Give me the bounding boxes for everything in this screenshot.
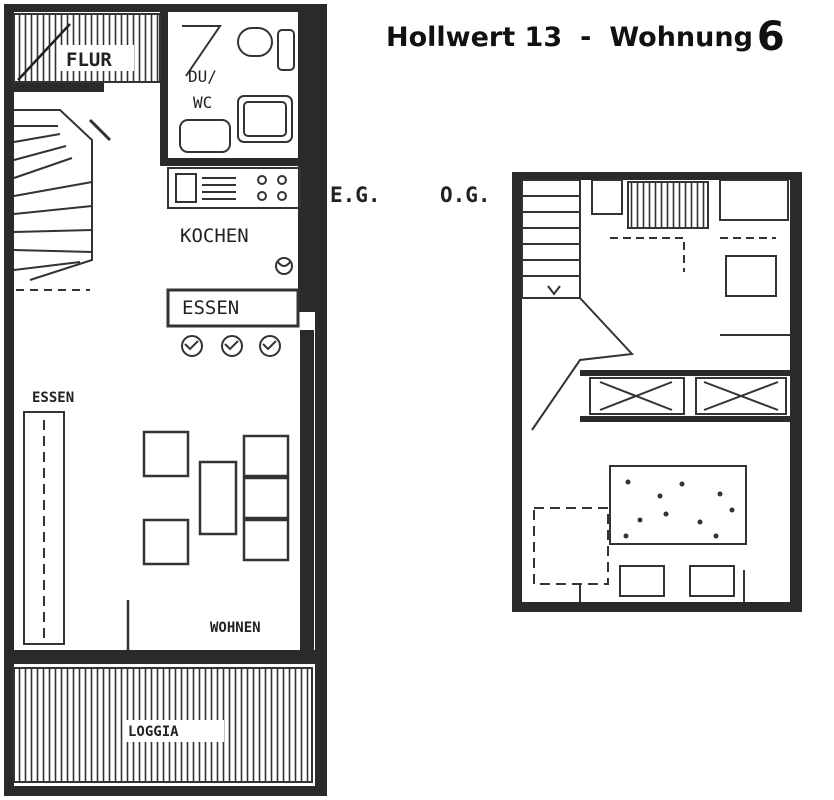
label-flur: FLUR	[66, 49, 112, 71]
sofa-seat-icon	[242, 518, 290, 562]
stove-burners-icon	[257, 175, 287, 201]
chair-icon	[221, 335, 243, 357]
toilet-icon	[725, 255, 777, 297]
label-bath-line2: WC	[193, 93, 212, 112]
pillow-icon	[619, 565, 665, 597]
ground-floor-staircase	[13, 109, 112, 291]
double-bed	[533, 465, 747, 602]
toilet-icon	[237, 27, 273, 57]
wardrobe-icon	[695, 377, 787, 415]
chair-icon	[259, 335, 281, 357]
label-dining-table: ESSEN	[182, 297, 239, 319]
flur-door-swing	[17, 23, 71, 81]
room-bathroom: DU/ WC	[179, 25, 295, 153]
label-living: WOHNEN	[210, 620, 261, 636]
dining-table: ESSEN	[166, 288, 300, 328]
label-kitchen: KOCHEN	[180, 225, 249, 247]
title-street: Hollwert 13	[386, 22, 563, 53]
bathtub-icon	[627, 181, 709, 229]
bath-door-swing	[182, 25, 222, 77]
wardrobes	[589, 377, 787, 415]
shower-tray-icon	[237, 95, 293, 143]
washbasin-icon	[591, 179, 623, 215]
plant-icon	[275, 257, 293, 275]
room-loggia: LOGGIA	[13, 667, 313, 783]
title-unit-number: 6	[756, 14, 785, 60]
sofa-seat-icon	[242, 476, 290, 520]
upper-floor-plan	[512, 172, 802, 612]
desk-outline	[533, 507, 609, 585]
washbasin-icon	[179, 119, 231, 153]
ground-floor-walls	[4, 4, 327, 796]
armchair-icon	[142, 518, 190, 566]
label-bath-line1: DU/	[188, 67, 217, 86]
wardrobe-icon	[589, 377, 685, 415]
chair-icon	[181, 335, 203, 357]
sink-icon	[277, 29, 295, 71]
living-room-furniture	[126, 430, 290, 650]
room-flur: FLUR	[13, 13, 161, 83]
kitchen-counter	[167, 167, 301, 209]
label-dining-area: ESSEN	[32, 390, 74, 406]
pillow-icon	[689, 565, 735, 597]
title-unit-word: Wohnung	[609, 22, 753, 53]
dining-bench	[23, 411, 65, 645]
upper-bathroom	[591, 179, 790, 336]
label-loggia: LOGGIA	[128, 724, 179, 740]
upper-floor-staircase	[521, 179, 635, 431]
coffee-table-icon	[198, 460, 238, 536]
armchair-icon	[142, 430, 190, 478]
dining-chairs	[181, 335, 281, 357]
title-separator: -	[580, 22, 592, 53]
bed-pattern-icon	[623, 479, 735, 539]
ground-floor-plan: FLUR DU/ WC KOCHEN	[4, 4, 327, 796]
label-ground-floor: E.G.	[330, 183, 381, 207]
upper-floor-walls	[512, 172, 802, 612]
sofa-seat-icon	[242, 434, 290, 478]
label-upper-floor: O.G.	[440, 183, 491, 207]
oven-icon	[175, 173, 197, 203]
